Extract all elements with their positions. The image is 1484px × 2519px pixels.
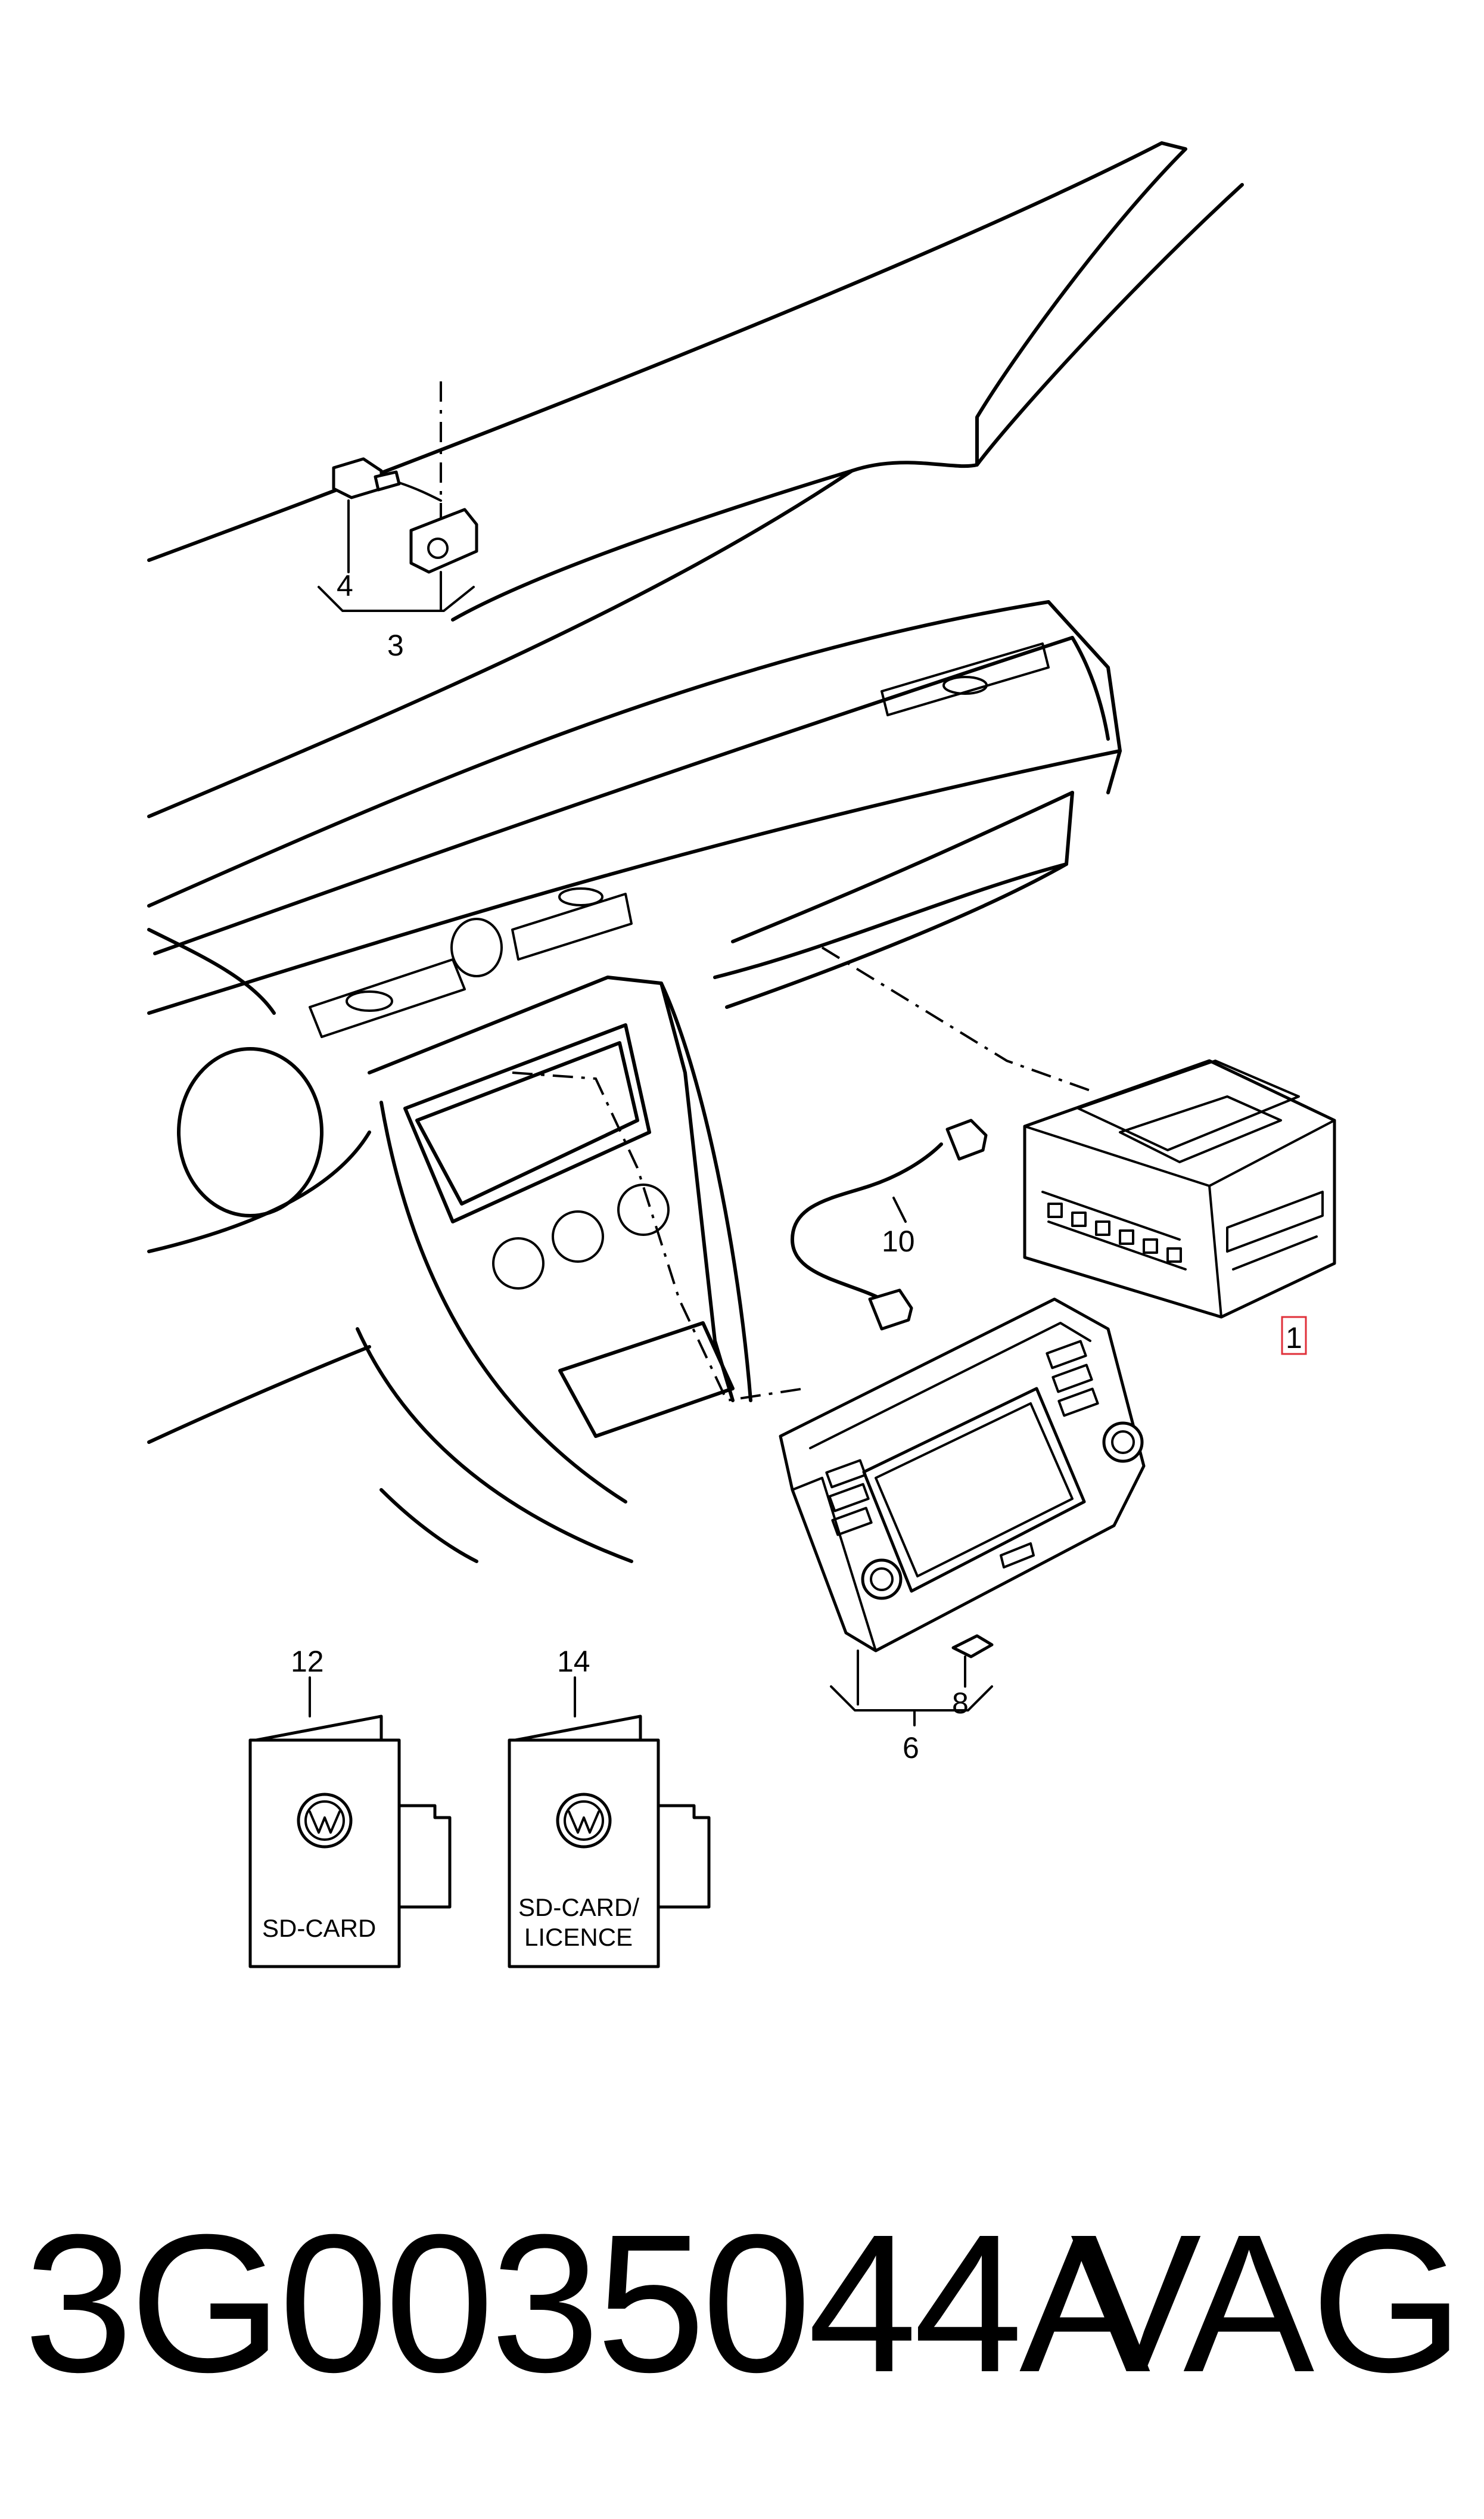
callout-10: 10 bbox=[882, 1225, 915, 1258]
part-1-control-unit bbox=[1023, 1059, 1336, 1319]
callout-leaders-6-8 bbox=[830, 1650, 993, 1726]
callout-6: 6 bbox=[903, 1731, 919, 1765]
callout-3: 3 bbox=[387, 629, 404, 662]
callout-leaders-3-4 bbox=[318, 499, 475, 612]
sd-card-licence-label-2: LICENCE bbox=[524, 1923, 633, 1951]
control-unit-vents bbox=[1047, 1203, 1182, 1263]
footer: 3G0035044A bbox=[24, 2205, 1466, 2402]
dashboard-outline bbox=[147, 141, 1244, 1563]
part-3-bracket bbox=[409, 508, 478, 574]
callout-1-highlight bbox=[1281, 1316, 1307, 1355]
part-4-connector bbox=[332, 457, 442, 502]
part-14-sd-card-licence bbox=[508, 1676, 711, 1968]
sd-card-licence-label-1: SD-CARD/ bbox=[518, 1893, 639, 1921]
part-6-radio-unit bbox=[779, 1297, 1146, 1653]
callout-1: 1 bbox=[1286, 1321, 1302, 1355]
brand-name: VAG bbox=[1070, 2193, 1464, 2413]
part-12-sd-card bbox=[248, 1676, 452, 1968]
part-10-cable bbox=[791, 1119, 988, 1331]
callout-12: 12 bbox=[291, 1645, 324, 1678]
brand-footer: VAG bbox=[1070, 2193, 1464, 2413]
callout-8: 8 bbox=[952, 1686, 969, 1720]
radio-side-buttons bbox=[825, 1340, 1099, 1536]
part-8-clip bbox=[951, 1634, 994, 1688]
part-number: 3G0035044A bbox=[24, 2193, 1150, 2413]
callout-14: 14 bbox=[557, 1645, 590, 1678]
sd-card-label: SD-CARD bbox=[262, 1914, 376, 1942]
callout-4: 4 bbox=[337, 569, 353, 602]
